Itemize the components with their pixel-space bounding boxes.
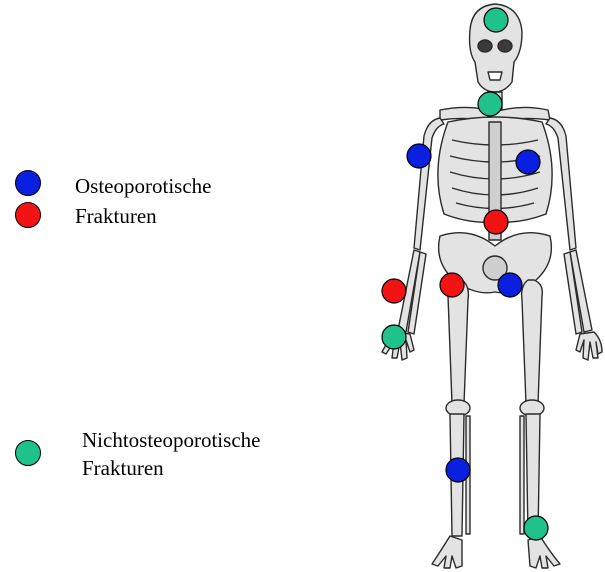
marker-pelvis (498, 273, 522, 297)
legend-osteoporotic-line1: Osteoporotische (75, 172, 211, 200)
legend-blue-dot (15, 170, 41, 196)
legend-nonosteoporotic-line2: Frakturen (82, 454, 164, 482)
marker-cervical-spine (478, 92, 502, 116)
marker-skull (484, 8, 508, 32)
marker-left-ankle (524, 516, 548, 540)
legend-green-dot (15, 440, 41, 466)
marker-right-distal-radius (382, 279, 406, 303)
marker-right-humerus (407, 144, 431, 168)
legend-red-dot (15, 202, 41, 228)
marker-right-tibia (446, 458, 470, 482)
marker-right-hand (382, 325, 406, 349)
marker-right-femoral-neck (440, 273, 464, 297)
marker-left-ribs (516, 150, 540, 174)
legend-nonosteoporotic-line1: Nichtosteoporotische (82, 426, 260, 454)
legend-osteoporotic-line2: Frakturen (75, 202, 157, 230)
marker-lumbar-spine (484, 210, 508, 234)
